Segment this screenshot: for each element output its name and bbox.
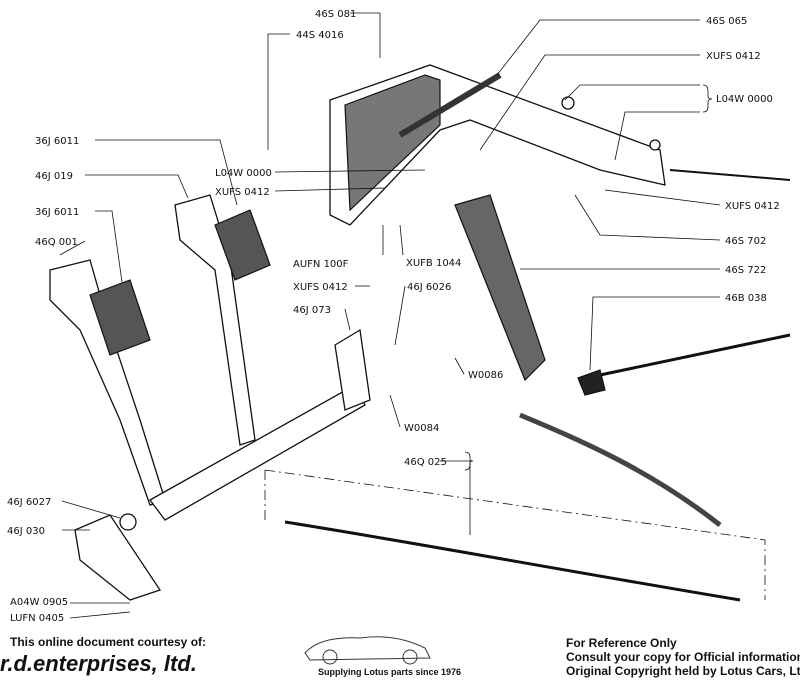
tagline: Supplying Lotus parts since 1976	[318, 667, 462, 677]
part-label: 44S 4016	[296, 30, 344, 41]
part-label: A04W 0905	[10, 597, 68, 608]
pivot-bracket	[74, 514, 162, 601]
part-label: 46S 702	[725, 236, 766, 247]
part-label: 36J 6011	[35, 207, 79, 218]
part-label: 46Q 025	[404, 457, 447, 468]
part-label: 46J 6027	[7, 497, 51, 508]
part-label: AUFN 100F	[293, 259, 349, 270]
accelerator-pedal	[454, 194, 546, 382]
choke-cable	[577, 333, 791, 396]
pedals	[49, 194, 371, 521]
part-label: 46S 081	[315, 9, 356, 20]
courtesy-text: This online document courtesy of:	[10, 635, 207, 649]
part-label: XUFS 0412	[706, 51, 761, 62]
accelerator-cable	[519, 412, 722, 527]
copyright-note: Original Copyright held by Lotus Cars, L…	[566, 664, 800, 678]
part-label: XUFS 0412	[293, 282, 348, 293]
part-label: 46J 019	[35, 171, 73, 182]
leader-lines	[59, 12, 721, 619]
lotus-car-sketch-icon	[304, 636, 431, 665]
part-label: LUFN 0405	[10, 613, 64, 624]
part-label: XUFB 1044	[406, 258, 461, 269]
pedal-box-bracket	[329, 64, 666, 226]
part-label: XUFS 0412	[215, 187, 270, 198]
part-label: 46S 722	[725, 265, 766, 276]
part-label: 46J 073	[293, 305, 331, 316]
exploded-pedal-diagram: 46S 081 44S 4016 46S 065 XUFS 0412 L04W …	[7, 9, 791, 624]
part-label: 46S 065	[706, 16, 747, 27]
part-label: L04W 0000	[215, 168, 272, 179]
part-label: 36J 6011	[35, 136, 79, 147]
reference-note: For Reference Only	[566, 636, 677, 650]
part-label: XUFS 0412	[725, 201, 780, 212]
part-label: 46B 038	[725, 293, 767, 304]
part-label: 46J 6026	[407, 282, 451, 293]
part-label: W0086	[468, 370, 503, 381]
company-logo-text: r.d.enterprises, ltd.	[0, 651, 197, 676]
part-label: W0084	[404, 423, 439, 434]
part-label: 46J 030	[7, 526, 45, 537]
part-label: L04W 0000	[716, 94, 773, 105]
clutch-cable	[284, 520, 741, 602]
part-label: 46Q 001	[35, 237, 78, 248]
consult-note: Consult your copy for Official informati…	[566, 650, 800, 664]
